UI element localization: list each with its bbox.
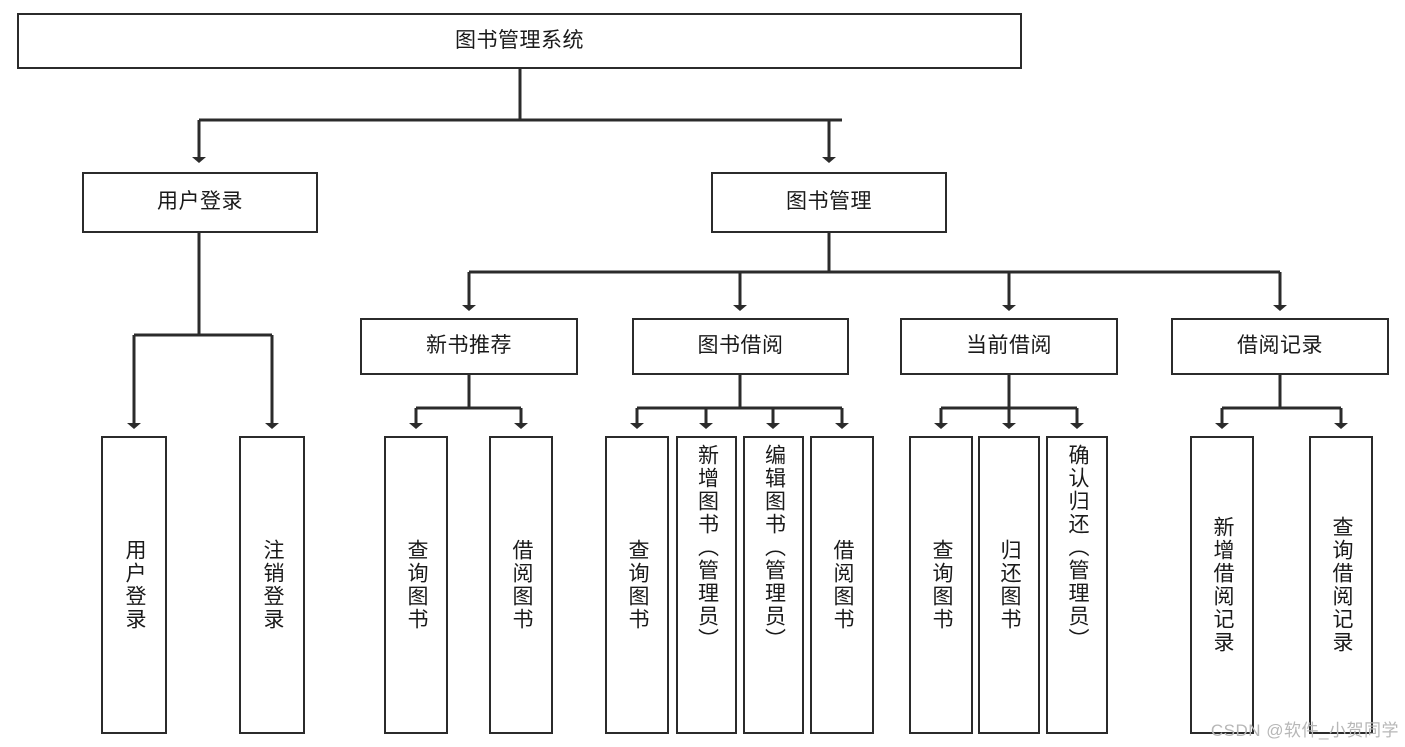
node-label: 借阅图书	[510, 539, 534, 631]
leaf-user-login[interactable]: 用户登录	[101, 436, 167, 734]
leaf-add-borrow-record[interactable]: 新增借阅记录	[1190, 436, 1254, 734]
node-label: 查询图书	[930, 539, 954, 631]
leaf-logout[interactable]: 注销登录	[239, 436, 305, 734]
node-label: 图书管理	[786, 190, 872, 214]
node-new-book-recommend[interactable]: 新书推荐	[360, 318, 578, 375]
node-label: 查询图书	[405, 539, 429, 631]
node-borrow-records[interactable]: 借阅记录	[1171, 318, 1389, 375]
node-label: 归还图书	[998, 539, 1022, 631]
node-label: 新书推荐	[426, 334, 512, 358]
leaf-query-book-borrow[interactable]: 查询图书	[605, 436, 669, 734]
node-label: 注销登录	[261, 539, 285, 631]
node-label: 新增借阅记录	[1211, 516, 1235, 654]
leaf-query-book-recommend[interactable]: 查询图书	[384, 436, 448, 734]
node-root-system[interactable]: 图书管理系统	[17, 13, 1022, 69]
node-label: 当前借阅	[966, 334, 1052, 358]
leaf-add-book-admin[interactable]: 新增图书（管理员）	[676, 436, 737, 734]
node-label: 借阅记录	[1237, 334, 1323, 358]
leaf-edit-book-admin[interactable]: 编辑图书（管理员）	[743, 436, 804, 734]
node-book-management[interactable]: 图书管理	[711, 172, 947, 233]
node-label: 图书借阅	[697, 334, 784, 358]
node-label: 确认归还（管理员）	[1066, 444, 1090, 651]
node-book-borrow[interactable]: 图书借阅	[632, 318, 849, 375]
node-label: 查询借阅记录	[1330, 516, 1354, 654]
node-label: 用户登录	[157, 190, 243, 214]
node-label: 借阅图书	[831, 539, 855, 631]
node-label: 编辑图书（管理员）	[762, 444, 786, 651]
leaf-confirm-return-admin[interactable]: 确认归还（管理员）	[1046, 436, 1108, 734]
node-current-borrow[interactable]: 当前借阅	[900, 318, 1118, 375]
leaf-return-book[interactable]: 归还图书	[978, 436, 1040, 734]
node-label: 用户登录	[123, 539, 147, 631]
node-label: 查询图书	[626, 539, 650, 631]
node-label: 新增图书（管理员）	[695, 444, 719, 651]
node-user-login[interactable]: 用户登录	[82, 172, 318, 233]
leaf-query-borrow-record[interactable]: 查询借阅记录	[1309, 436, 1373, 734]
node-label: 图书管理系统	[455, 28, 584, 52]
leaf-query-book-current[interactable]: 查询图书	[909, 436, 973, 734]
csdn-watermark: CSDN @软件_小贺同学	[1210, 721, 1399, 740]
leaf-borrow-book[interactable]: 借阅图书	[810, 436, 874, 734]
leaf-borrow-book-recommend[interactable]: 借阅图书	[489, 436, 553, 734]
